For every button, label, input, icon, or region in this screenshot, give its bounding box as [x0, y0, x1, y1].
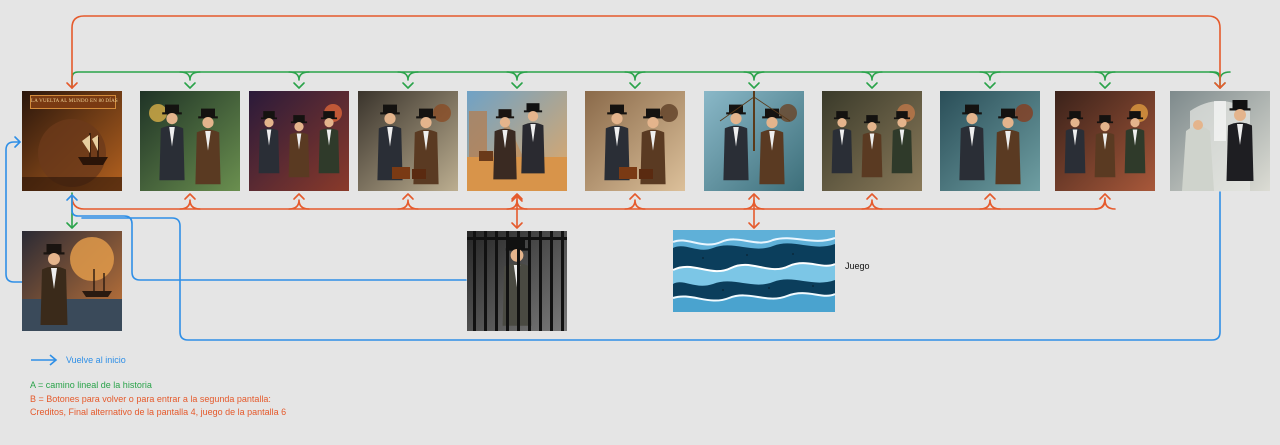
game-screen[interactable]: [672, 230, 836, 312]
blue-arrow-icon: [31, 354, 58, 366]
blue-arrowhead-left: [14, 136, 21, 148]
legend-red-text: B = Botones para volver o para entrar a …: [30, 394, 287, 417]
green-bump-3: [397, 71, 419, 81]
red-arrowhead-alt-up: [511, 195, 523, 202]
green-bump-9: [1094, 71, 1116, 81]
screen-screen-1[interactable]: [140, 91, 240, 191]
screen-3-illustration: [358, 91, 458, 191]
green-bump-7: [861, 71, 883, 81]
blue-arrowhead-jail: [66, 194, 78, 201]
red-bump-3: [397, 199, 419, 210]
screen-screen-9[interactable]: [1055, 91, 1155, 191]
screen-6-illustration: [704, 91, 804, 191]
green-bump-8: [979, 71, 1001, 81]
green-arrowhead-1: [184, 82, 196, 89]
screen-credits[interactable]: [22, 231, 122, 331]
screen-screen-6[interactable]: [704, 91, 804, 191]
screen-10-illustration: [1170, 91, 1270, 191]
blue-credits-return: [5, 141, 23, 283]
screen-9-illustration: [1055, 91, 1155, 191]
green-arrowhead-9: [1099, 82, 1111, 89]
red-arrowhead-5: [629, 193, 641, 200]
red-arrowhead-7: [866, 193, 878, 200]
screen-7-illustration: [822, 91, 922, 191]
legend-blue: Vuelve al inicio: [30, 354, 126, 366]
screen-1-illustration: [140, 91, 240, 191]
green-bump-2: [288, 71, 310, 81]
screen-4-illustration: [467, 91, 567, 191]
red-bump-5: [624, 199, 646, 210]
red-arrowhead-game: [748, 222, 760, 229]
screen-title[interactable]: LA VUELTA AL MUNDO EN 80 DÍAS: [22, 91, 122, 191]
screen-screen-8[interactable]: [940, 91, 1040, 191]
green-arrowhead-2: [293, 82, 305, 89]
green-bump-1: [179, 71, 201, 81]
red-bump-7: [861, 199, 883, 210]
screen-screen-3[interactable]: [358, 91, 458, 191]
red-bump-9: [1094, 199, 1116, 210]
green-bump-6: [743, 71, 765, 81]
legend-blue-text: Vuelve al inicio: [66, 355, 126, 365]
screen-2-illustration: [249, 91, 349, 191]
red-arrowhead-1: [184, 193, 196, 200]
red-arrowhead-title: [66, 82, 78, 89]
screen-alt-ending[interactable]: [467, 231, 567, 331]
credits-illustration: [22, 231, 122, 331]
legend-green-text: A = camino lineal de la historia: [30, 380, 152, 390]
green-arrowhead-4: [511, 82, 523, 89]
blue-final-return: [81, 191, 1221, 341]
red-arrowhead-9: [1099, 193, 1111, 200]
screen-screen-7[interactable]: [822, 91, 922, 191]
red-arrowhead-2: [293, 193, 305, 200]
screen-8-illustration: [940, 91, 1040, 191]
green-arrowhead-6: [748, 82, 760, 89]
red-loop-top: [71, 15, 1221, 89]
green-arrowhead-5: [629, 82, 641, 89]
game-label: Juego: [845, 261, 870, 271]
alt-ending-illustration: [467, 231, 567, 331]
green-arrowhead-8: [984, 82, 996, 89]
red-arrowhead-4: [511, 193, 523, 200]
green-bump-4: [506, 71, 528, 81]
green-top-line: [71, 71, 1221, 89]
screen-screen-10[interactable]: [1170, 91, 1270, 191]
screen-screen-2[interactable]: [249, 91, 349, 191]
red-arrowhead-6: [748, 193, 760, 200]
screen-screen-5[interactable]: [585, 91, 685, 191]
red-arrowhead-last: [1214, 82, 1226, 89]
green-bump-5: [624, 71, 646, 81]
green-arrowhead-3: [402, 82, 414, 89]
red-arrowhead-3: [402, 193, 414, 200]
red-arrowhead-8: [984, 193, 996, 200]
screen-5-illustration: [585, 91, 685, 191]
red-bump-1: [179, 199, 201, 210]
red-bottom-line: [71, 195, 1106, 210]
green-arrowhead-7: [866, 82, 878, 89]
title-plate: LA VUELTA AL MUNDO EN 80 DÍAS: [30, 95, 118, 109]
red-bump-8: [979, 199, 1001, 210]
game-waves-image: [672, 230, 836, 312]
green-arrowhead-credits: [66, 222, 78, 229]
red-arrowhead-alt: [511, 222, 523, 229]
red-bump-2: [288, 199, 310, 210]
screen-screen-4[interactable]: [467, 91, 567, 191]
